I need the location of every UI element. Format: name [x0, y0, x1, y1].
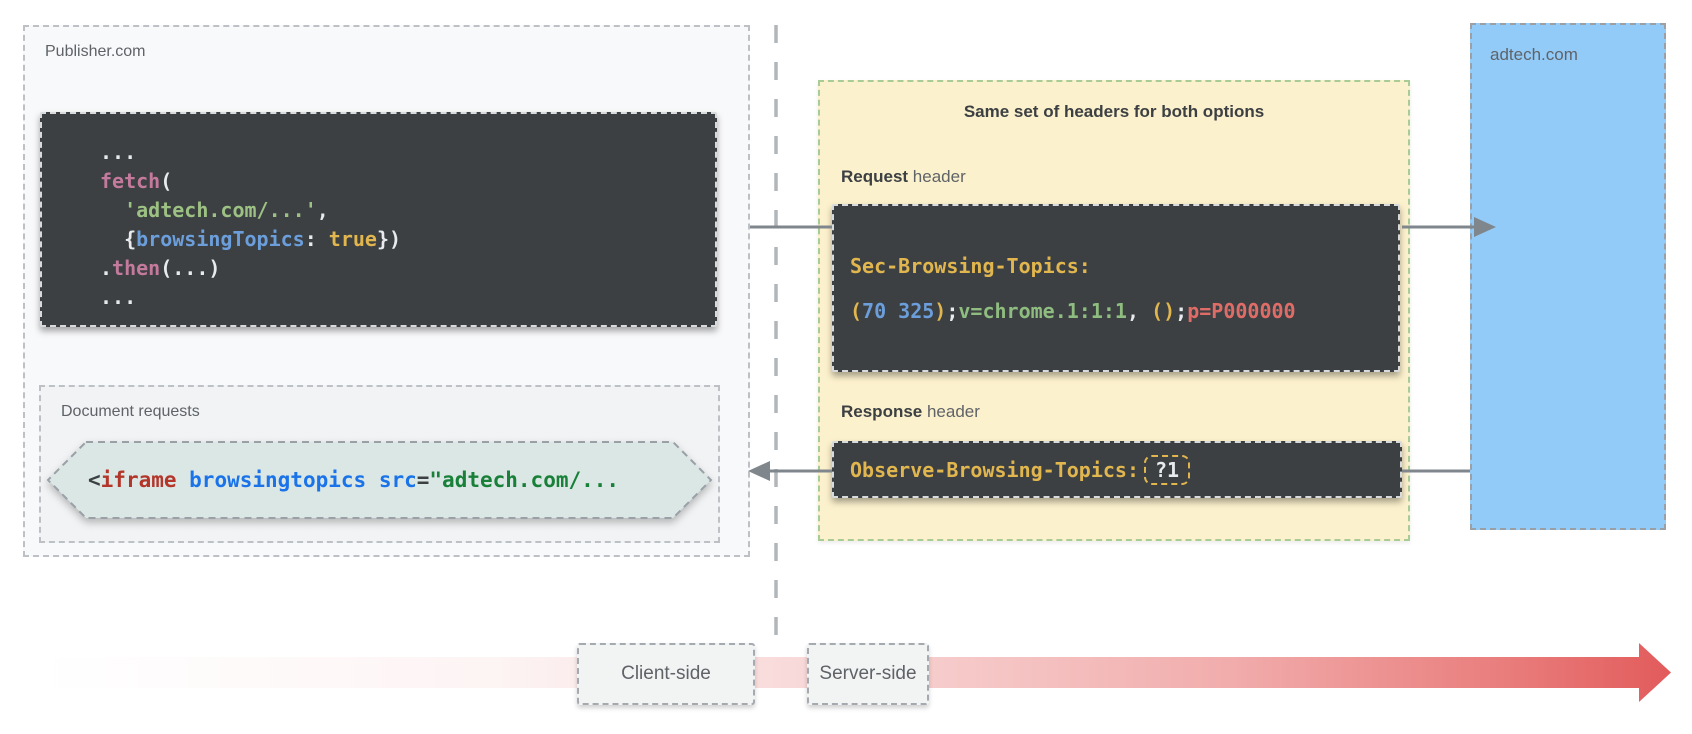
client-side-label: Client-side [621, 663, 711, 684]
client-side-label-box: Client-side [577, 643, 755, 705]
fetch-code-lines: ... fetch( 'adtech.com/...', {browsingTop… [42, 114, 715, 312]
hexagon-shape [46, 441, 713, 519]
code-line: .then(...) [100, 256, 221, 280]
observe-value-badge: ?1 [1143, 454, 1191, 485]
code-line: ... [100, 285, 137, 309]
request-code-block: Sec-Browsing-Topics: (70 325);v=chrome.1… [832, 204, 1400, 372]
arrowhead-response-to-publisher [748, 461, 770, 481]
response-code-block: Observe-Browsing-Topics: ?1 [832, 441, 1402, 498]
code-line: 'adtech.com/...', [124, 198, 329, 222]
iframe-code: <iframe browsingtopics src="adtech.com/.… [88, 468, 620, 492]
request-header-label-bold: Request [841, 167, 909, 186]
request-header-label: Request header [841, 167, 966, 187]
fetch-code-block: ... fetch( 'adtech.com/...', {browsingTop… [40, 112, 717, 327]
iframe-hexagon [46, 440, 713, 520]
code-line: fetch( [100, 169, 173, 193]
response-header-label: Response header [841, 402, 980, 422]
sec-browsing-topics-line: Sec-Browsing-Topics: [850, 254, 1091, 278]
server-side-label-box: Server-side [807, 643, 929, 705]
server-side-label: Server-side [819, 663, 917, 684]
publisher-label: Publisher.com [45, 43, 146, 60]
response-header-label-rest: header [922, 402, 980, 421]
response-header-label-bold: Response [841, 402, 923, 421]
document-requests-label: Document requests [61, 403, 200, 420]
request-header-label-rest: header [908, 167, 966, 186]
code-line: ... [100, 140, 137, 164]
headers-panel-title: Same set of headers for both options [963, 102, 1265, 121]
topics-value-line: (70 325);v=chrome.1:1:1, ();p=P000000 [850, 299, 1296, 323]
observe-browsing-topics-text: Observe-Browsing-Topics: [850, 457, 1139, 482]
adtech-label: adtech.com [1490, 45, 1578, 64]
adtech-box: adtech.com [1470, 23, 1666, 530]
code-line: {browsingTopics: true}) [100, 227, 402, 251]
